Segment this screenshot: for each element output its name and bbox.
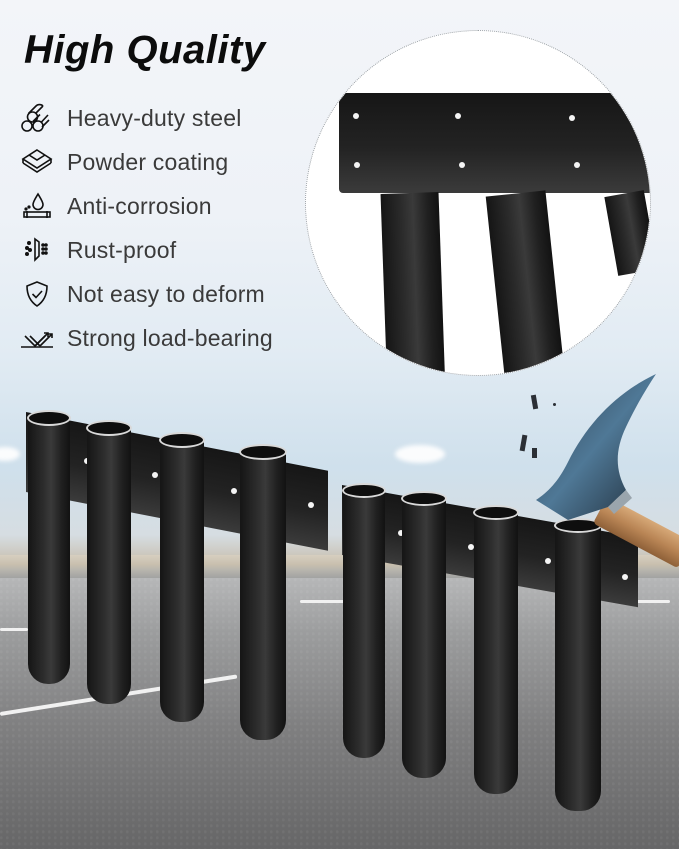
tube xyxy=(485,190,567,375)
screw-hole xyxy=(545,558,551,564)
hammer-icon xyxy=(536,374,656,520)
tube xyxy=(555,525,601,811)
screw-hole xyxy=(459,162,465,168)
feature-item: Powder coating xyxy=(20,140,273,184)
screw-hole xyxy=(231,488,237,494)
tube xyxy=(87,428,131,704)
tube-opening xyxy=(86,420,132,436)
feature-list: Heavy-duty steel Powder coating xyxy=(20,96,273,360)
screw-hole xyxy=(152,472,158,478)
screw-hole xyxy=(569,115,575,121)
lane-marking xyxy=(0,628,28,631)
tube xyxy=(604,190,650,276)
cloud xyxy=(395,445,445,463)
screw-hole xyxy=(574,162,580,168)
tube-opening xyxy=(159,432,205,448)
feature-label: Rust-proof xyxy=(67,236,177,263)
lane-marking xyxy=(620,600,670,603)
cloud xyxy=(0,447,20,461)
feature-item: Strong load-bearing xyxy=(20,316,273,360)
screw-hole xyxy=(354,162,360,168)
steel-pipes-icon xyxy=(20,102,56,134)
feature-label: Strong load-bearing xyxy=(67,324,273,351)
screw-hole xyxy=(468,544,474,550)
metal-shard xyxy=(553,403,556,406)
feature-item: Heavy-duty steel xyxy=(20,96,273,140)
screw-hole xyxy=(455,113,461,119)
tube xyxy=(160,440,204,722)
feature-item: Anti-corrosion xyxy=(20,184,273,228)
water-drop-pipe-icon xyxy=(20,190,56,222)
detail-callout xyxy=(305,30,651,376)
feature-item: Rust-proof xyxy=(20,228,273,272)
load-arrows-icon xyxy=(20,322,56,354)
screw-hole xyxy=(308,502,314,508)
screw-hole xyxy=(353,113,359,119)
tube-opening xyxy=(473,505,519,520)
tube-opening xyxy=(27,410,71,426)
tube xyxy=(343,490,385,758)
feature-label: Heavy-duty steel xyxy=(67,104,242,131)
tube xyxy=(402,498,446,778)
shield-check-icon xyxy=(20,278,56,310)
tube-opening xyxy=(342,483,386,498)
tube xyxy=(474,512,518,794)
tube xyxy=(380,192,446,375)
feature-label: Not easy to deform xyxy=(67,280,265,307)
tube xyxy=(240,452,286,740)
feature-label: Powder coating xyxy=(67,148,229,175)
screw-hole xyxy=(622,574,628,580)
feature-item: Not easy to deform xyxy=(20,272,273,316)
feature-label: Anti-corrosion xyxy=(67,192,212,219)
mounting-plate xyxy=(339,93,650,193)
metal-shard xyxy=(519,434,528,452)
tube-opening xyxy=(401,491,447,506)
layers-icon xyxy=(20,146,56,178)
lane-marking xyxy=(300,600,360,603)
tube-opening xyxy=(239,444,287,460)
spray-icon xyxy=(20,234,56,266)
tube xyxy=(28,418,70,684)
metal-shard xyxy=(532,448,537,458)
screw-hole xyxy=(398,530,404,536)
page-title: High Quality xyxy=(24,28,266,72)
